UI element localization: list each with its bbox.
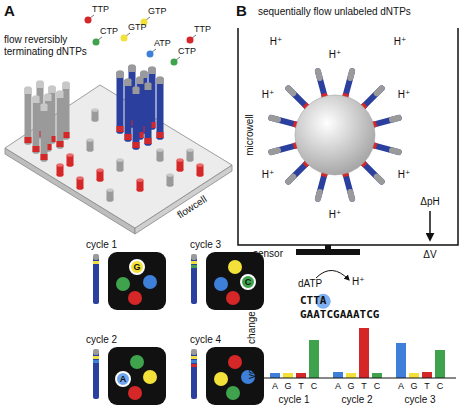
proton-label: H⁺ xyxy=(398,89,411,101)
bar-letter: G xyxy=(347,381,354,391)
proton-label: H⁺ xyxy=(398,169,411,181)
base-letter: G xyxy=(133,262,140,272)
panel-letter: B xyxy=(236,2,247,19)
base-letter: A xyxy=(120,374,127,384)
dntp-label: GTP xyxy=(148,6,167,16)
cycle-label: cycle 2 xyxy=(341,394,372,406)
proton-label: H⁺ xyxy=(262,89,275,101)
bar-letter: T xyxy=(361,381,367,391)
dntp-label: CTP xyxy=(100,26,118,36)
cycle-label: cycle 4 xyxy=(190,334,221,346)
panel-letter: A xyxy=(4,2,15,19)
dntp-label: CTP xyxy=(178,46,196,56)
cycle-label: cycle 3 xyxy=(190,239,221,251)
proton-label: H⁺ xyxy=(270,36,283,48)
bar-letter: C xyxy=(311,381,318,391)
wall-label: microwell xyxy=(244,114,256,156)
cycle-images xyxy=(93,252,264,405)
voltage-label: ΔV xyxy=(423,249,436,261)
sequence-text: GAATCGAAATCG xyxy=(300,309,379,322)
voltage-chart xyxy=(264,270,456,378)
bar-letter: A xyxy=(398,381,404,391)
microwell-drawing xyxy=(238,28,458,255)
bar-letter: C xyxy=(374,381,381,391)
cycle-label: cycle 1 xyxy=(86,239,117,251)
cycle-label: cycle 2 xyxy=(86,334,117,346)
sensor-label: sensor xyxy=(253,248,283,260)
nucleotide-label: dATP xyxy=(298,278,322,290)
proton-label: H⁺ xyxy=(262,169,275,181)
cycle-label: cycle 1 xyxy=(278,394,309,406)
proton-label: H⁺ xyxy=(394,36,407,48)
sequence-text: CTTA xyxy=(300,295,327,308)
flow-note: sequentially flow unlabeled dNTPs xyxy=(258,6,411,18)
bar-letter: A xyxy=(272,381,278,391)
flowcell-label: flowcell xyxy=(175,193,209,221)
axis-label: voltage change xyxy=(246,311,258,379)
bar-letter: C xyxy=(437,381,444,391)
flowcell-drawing xyxy=(5,15,232,234)
flow-note: flow reversibly terminating dNTPs xyxy=(4,34,92,57)
bar-letter: A xyxy=(335,381,341,391)
proton-label: H⁺ xyxy=(329,209,342,221)
dntp-label: TTP xyxy=(194,24,211,34)
proton-label: H⁺ xyxy=(329,49,342,61)
bar-letter: T xyxy=(424,381,430,391)
bar-letter: T xyxy=(298,381,304,391)
dntp-label: ATP xyxy=(154,38,171,48)
proton-label: H⁺ xyxy=(352,276,365,288)
base-letter: C xyxy=(245,277,252,287)
ph-label: ΔpH xyxy=(420,196,439,208)
cycle-label: cycle 3 xyxy=(404,394,435,406)
dntp-label: GTP xyxy=(128,22,147,32)
bar-letter: G xyxy=(410,381,417,391)
dntp-label: TTP xyxy=(92,4,109,14)
bar-letter: G xyxy=(284,381,291,391)
